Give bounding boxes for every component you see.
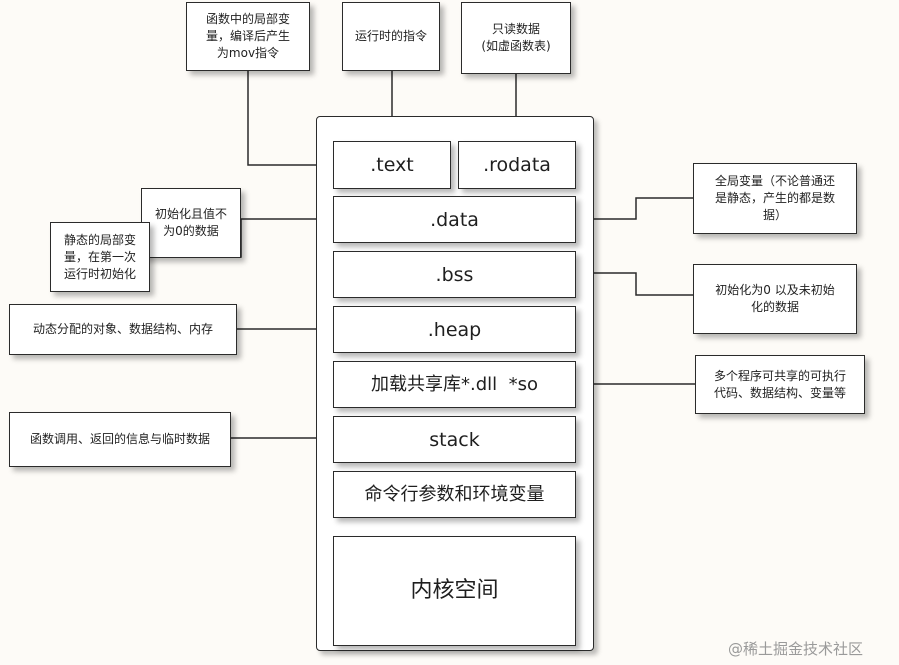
connector-global-vars	[576, 197, 693, 220]
note-bss-text: 初始化为0 以及未初始 化的数据	[715, 283, 835, 314]
watermark: @稀土掘金技术社区	[728, 640, 864, 658]
segment-stack-label: stack	[429, 428, 480, 451]
note-static-local-text: 静态的局部变 量，在第一次 运行时初始化	[63, 232, 136, 281]
segment-bss: .bss	[333, 251, 576, 298]
note-init-nonzero-text: 初始化且值不 为0的数据	[154, 207, 227, 238]
note-heap: 动态分配的对象、数据结构、内存	[9, 304, 237, 355]
note-runtime-instr-text: 运行时的指令	[354, 29, 427, 43]
segment-data-label: .data	[430, 208, 479, 231]
segment-shared-lib: 加载共享库*.dll *so	[333, 361, 576, 408]
segment-args-env: 命令行参数和环境变量	[333, 471, 576, 518]
segment-args-env-label: 命令行参数和环境变量	[364, 483, 545, 505]
segment-heap: .heap	[333, 306, 576, 353]
note-global-vars-text: 全局变量（不论普通还 是静态，产生的都是数 据）	[714, 174, 835, 222]
segment-heap-label: .heap	[427, 318, 482, 341]
note-heap-text: 动态分配的对象、数据结构、内存	[32, 322, 213, 336]
segment-bss-label: .bss	[435, 263, 474, 286]
segment-rodata: .rodata	[458, 141, 576, 189]
note-shared-lib-text: 多个程序可共享的可执行 代码、数据结构、变量等	[713, 368, 846, 400]
connector-local-vars	[247, 71, 333, 166]
segment-text: .text	[333, 141, 451, 189]
segment-kernel-label: 内核空间	[410, 578, 499, 603]
note-runtime-instr: 运行时的指令	[342, 2, 440, 71]
segment-data: .data	[333, 196, 576, 243]
segment-kernel: 内核空间	[333, 536, 576, 646]
segment-rodata-label: .rodata	[483, 154, 551, 176]
note-bss: 初始化为0 以及未初始 化的数据	[693, 264, 857, 334]
note-global-vars: 全局变量（不论普通还 是静态，产生的都是数 据）	[693, 163, 857, 234]
note-init-nonzero: 初始化且值不 为0的数据	[141, 188, 241, 258]
segment-stack: stack	[333, 416, 576, 463]
segment-shared-lib-label: 加载共享库*.dll *so	[371, 373, 538, 395]
note-shared-lib: 多个程序可共享的可执行 代码、数据结构、变量等	[695, 355, 865, 414]
note-readonly-text: 只读数据 (如虚函数表)	[481, 22, 551, 53]
note-static-local: 静态的局部变 量，在第一次 运行时初始化	[50, 222, 150, 292]
connector-bss	[576, 272, 693, 296]
note-stack-text: 函数调用、返回的信息与临时数据	[29, 432, 210, 446]
note-local-vars: 函数中的局部变 量，编译后产生 为mov指令	[186, 2, 310, 71]
note-readonly: 只读数据 (如虚函数表)	[461, 2, 571, 74]
segment-text-label: .text	[370, 154, 414, 176]
note-stack: 函数调用、返回的信息与临时数据	[9, 412, 231, 467]
note-local-vars-text: 函数中的局部变 量，编译后产生 为mov指令	[205, 12, 290, 60]
